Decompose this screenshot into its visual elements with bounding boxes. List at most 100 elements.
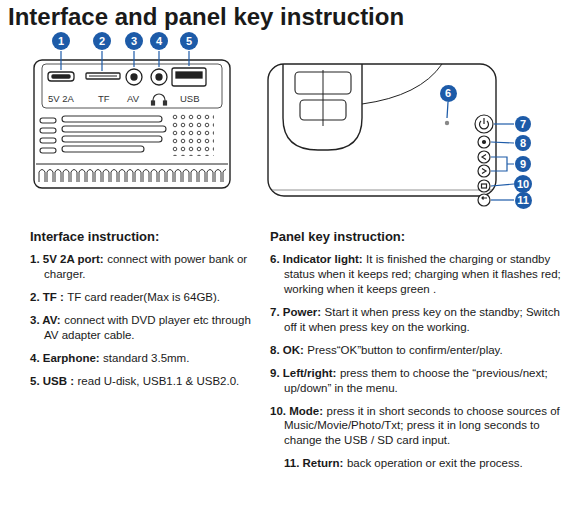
leader-line (491, 199, 514, 200)
item-key: 4. Earphone: (30, 352, 100, 364)
item-description: connect with DVD player etc through AV a… (44, 314, 251, 341)
panel-button (482, 184, 487, 188)
projector-side-view (42, 64, 222, 108)
callout-number-text: 11 (517, 194, 529, 206)
item-description: TF card reader(Max is 64GB). (67, 291, 220, 303)
indicator-light (445, 121, 449, 125)
instruction-item: 9. Left/right:press them to choose the “… (270, 366, 564, 396)
panel-button (482, 197, 487, 200)
instruction-item: 5. USB : read U-disk, USB1.1 & USB2.0. (30, 374, 252, 389)
leader-line (491, 157, 514, 171)
item-key: 1. 5V 2A port: (30, 253, 104, 265)
projector-top-view (272, 190, 492, 191)
instruction-item: 7. Power:Start it when press key on the … (270, 305, 564, 335)
port-label: USB (180, 93, 200, 104)
item-key: 2. TF : (30, 291, 64, 303)
vent (62, 126, 166, 132)
vent (62, 136, 162, 142)
panel-button (478, 151, 490, 163)
callout-number-text: 8 (520, 137, 526, 149)
instruction-item: 10. Mode:press it in short seconds to ch… (270, 404, 564, 449)
leader-line (491, 184, 514, 186)
item-key: 8. OK: (270, 344, 304, 356)
port (172, 68, 206, 86)
earphone-icon (164, 101, 167, 105)
leader-line (61, 51, 189, 71)
callout-number: 1 (52, 32, 70, 50)
instruction-column: Interface instruction:1. 5V 2A port:conn… (30, 229, 252, 397)
section-heading: Panel key instruction: (270, 229, 405, 244)
vent (172, 114, 214, 156)
panel-button (482, 155, 486, 160)
leader-line (491, 142, 514, 143)
instruction-item: 1. 5V 2A port:connect with power bank or… (30, 252, 252, 282)
leader-line (158, 51, 159, 67)
callout-number-text: 3 (131, 35, 137, 47)
item-key: 5. USB : (30, 375, 74, 387)
vent (40, 118, 56, 123)
port-label: AV (127, 93, 139, 104)
callout-number-text: 5 (186, 35, 192, 47)
projector-side-view (36, 164, 228, 165)
callout-number: 9 (515, 156, 531, 172)
projector-top-view (362, 64, 442, 104)
port-label: TF (98, 93, 110, 104)
panel-button (475, 115, 493, 206)
vent (40, 128, 56, 133)
panel-button (478, 136, 490, 148)
vent (40, 138, 56, 143)
panel-button (483, 118, 484, 124)
projector-top-view (268, 64, 496, 196)
item-key: 9. Left/right: (270, 367, 336, 379)
projector-side-view (34, 60, 230, 188)
port (131, 74, 137, 80)
leader-line (133, 51, 134, 67)
leader-line (60, 51, 61, 70)
leader-line (494, 123, 514, 124)
callout-number: 2 (93, 32, 111, 50)
vent (40, 148, 56, 153)
callout-number-text: 4 (156, 35, 162, 47)
instruction-item: 6. Indicator light:It is finished the ch… (270, 252, 564, 297)
callout-number-text: 10 (517, 178, 529, 190)
instruction-item: 11. Return:back operation or exit the pr… (284, 456, 564, 471)
callout-number-text: 7 (520, 118, 526, 130)
leader-line (101, 51, 102, 71)
vent (62, 116, 162, 122)
projector-side-view (34, 60, 230, 188)
item-description: read U-disk, USB1.1 & USB2.0. (78, 375, 240, 387)
callout-number: 3 (125, 32, 143, 50)
item-description: back operation or exit the process. (347, 457, 523, 469)
indicator-light (445, 121, 449, 125)
page-title: Interface and panel key instruction (8, 3, 404, 31)
callout-number: 11 (515, 192, 532, 209)
item-description: standard 3.5mm. (103, 352, 189, 364)
instruction-item: 3. AV:connect with DVD player etc throug… (30, 313, 252, 343)
callout-number: 8 (515, 135, 531, 151)
port (52, 75, 70, 78)
panel-button (475, 115, 493, 133)
port (156, 74, 162, 80)
panel-button (483, 141, 486, 144)
callout-number: 6 (440, 85, 457, 102)
callout-number-text: 1 (58, 35, 64, 47)
panel-button (478, 194, 490, 206)
callout-number: 5 (180, 32, 198, 50)
projector-top-view (268, 64, 496, 196)
port (126, 69, 142, 85)
port (151, 69, 167, 85)
leader-line (188, 51, 189, 66)
item-key: 3. AV: (30, 314, 61, 326)
callout-number: 7 (515, 116, 531, 132)
item-key: 7. Power: (270, 306, 321, 318)
panel-button (478, 180, 490, 192)
instruction-item: 8. OK:Press“OK”button to confirm/enter/p… (270, 343, 564, 358)
section-heading: Interface instruction: (30, 229, 159, 244)
item-description: Press“OK”button to confirm/enter/play. (307, 344, 502, 356)
leader-line (447, 102, 448, 118)
item-description: press it in short seconds to choose sour… (284, 405, 560, 447)
item-description: Start it when press key on the standby; … (284, 306, 560, 333)
earphone-icon (152, 94, 167, 105)
projector-top-view (323, 70, 324, 126)
